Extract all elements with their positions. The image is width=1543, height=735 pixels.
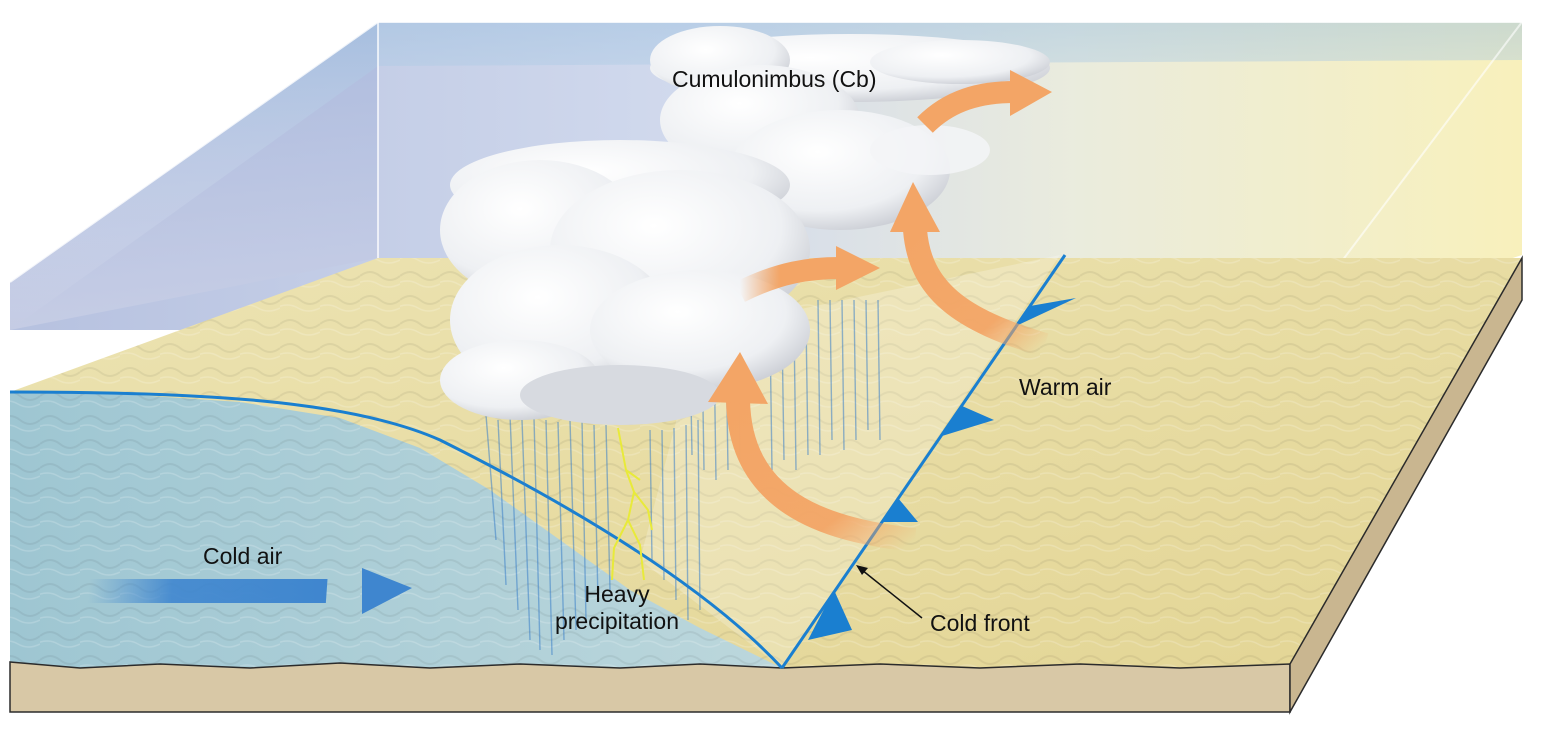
sky-box-top-rim	[10, 22, 1522, 330]
cold-front-triangles	[808, 298, 1076, 640]
warm-air-arrow-right	[903, 228, 1049, 357]
warm-air-arrows	[708, 70, 1052, 552]
arrowhead	[708, 352, 768, 404]
cold-air-boundary	[9, 390, 784, 670]
cumulonimbus-cloud	[440, 26, 1050, 425]
label-precip-line1: Heavy	[584, 581, 650, 607]
leader-arrowhead	[856, 565, 868, 575]
rain-streaks	[485, 299, 881, 656]
label-cold-front: Cold front	[930, 610, 1030, 636]
lightning-bolt	[611, 427, 653, 581]
cold-front-leader	[861, 569, 923, 619]
arrowhead	[890, 182, 940, 232]
label-cumulonimbus: Cumulonimbus (Cb)	[672, 66, 877, 92]
warm-air-arrow-lower	[726, 399, 917, 552]
label-precip-line2: precipitation	[555, 608, 679, 634]
box-edge	[9, 21, 379, 283]
label-cold-air: Cold air	[203, 543, 283, 569]
arrowhead	[836, 246, 880, 290]
warm-air-arrow-middle	[735, 257, 841, 302]
arrowhead	[1010, 70, 1052, 116]
cold-air-arrow	[87, 568, 412, 614]
warm-air-arrow-top	[917, 81, 1016, 134]
soil-side-face	[1289, 255, 1523, 715]
soil-front-face	[9, 661, 1291, 713]
label-warm-air: Warm air	[1019, 374, 1112, 400]
